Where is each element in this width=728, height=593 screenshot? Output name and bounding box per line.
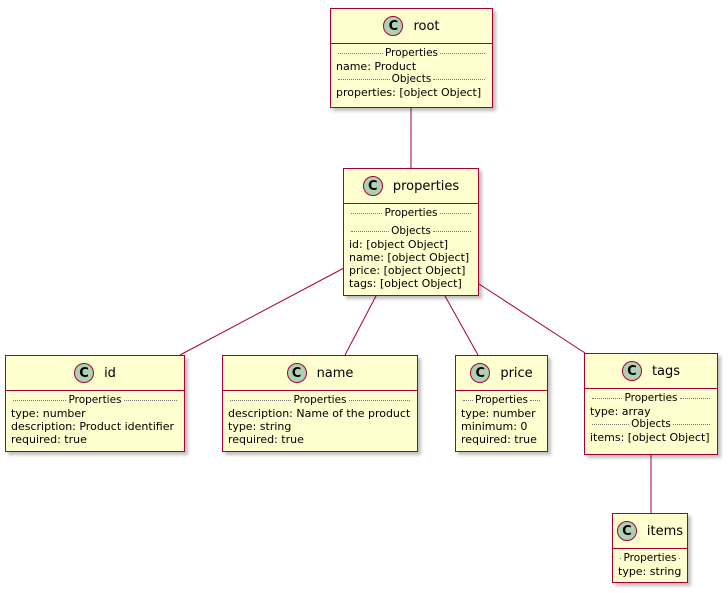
property-line: type: number	[11, 407, 86, 420]
section-header-properties: Properties	[336, 47, 487, 60]
class-name: price	[500, 365, 533, 381]
class-stereotype-icon: C	[470, 363, 491, 383]
class-price[interactable]: C price Properties type: number minimum:…	[455, 355, 548, 452]
class-items[interactable]: C items Properties type: string	[612, 513, 688, 583]
section-header-properties: Properties	[590, 392, 712, 405]
property-line: required: true	[11, 433, 87, 446]
section-header-properties: Properties	[11, 394, 179, 407]
class-header: C price	[456, 356, 547, 391]
class-stereotype-icon: C	[383, 16, 404, 36]
object-line: price: [object Object]	[349, 264, 466, 277]
class-stereotype-icon: C	[362, 176, 383, 196]
property-line: type: string	[618, 565, 682, 578]
property-line: minimum: 0	[461, 420, 528, 433]
class-name-node[interactable]: C name Properties description: Name of t…	[222, 355, 418, 452]
class-stereotype-icon: C	[74, 363, 95, 383]
class-stereotype-icon: C	[616, 521, 637, 541]
class-root[interactable]: C root Properties name: Product Objects …	[330, 8, 493, 108]
section-header-properties: Properties	[461, 394, 542, 407]
class-stereotype-icon: C	[621, 361, 642, 381]
property-line: type: number	[461, 407, 536, 420]
object-line: items: [object Object]	[590, 431, 710, 444]
class-header: C root	[331, 9, 492, 44]
class-name: root	[413, 18, 440, 34]
class-header: C id	[6, 356, 184, 391]
class-properties[interactable]: C properties Properties Objects id: [obj…	[343, 168, 479, 296]
object-line: properties: [object Object]	[336, 86, 482, 99]
class-stereotype-icon: C	[286, 363, 307, 383]
section-header-objects: Objects	[349, 225, 473, 238]
section-header-objects: Objects	[336, 73, 487, 86]
property-line: type: array	[590, 405, 651, 418]
class-name: properties	[392, 178, 460, 194]
class-header: C properties	[344, 169, 478, 204]
class-id[interactable]: C id Properties type: number description…	[5, 355, 185, 452]
property-line: required: true	[228, 433, 304, 446]
property-line: description: Product identifier	[11, 420, 174, 433]
class-name: tags	[651, 363, 681, 379]
property-line: required: true	[461, 433, 537, 446]
link-properties-name	[344, 295, 377, 356]
property-line: type: string	[228, 420, 292, 433]
link-properties-tags	[478, 283, 586, 354]
class-header: C items	[613, 514, 687, 549]
class-header: C tags	[585, 354, 717, 389]
property-line: name: Product	[336, 60, 417, 73]
property-line: description: Name of the product	[228, 407, 411, 420]
object-line: id: [object Object]	[349, 238, 449, 251]
object-line: tags: [object Object]	[349, 277, 462, 290]
class-name: id	[104, 365, 116, 381]
link-properties-price	[444, 295, 479, 356]
section-header-properties: Properties	[349, 207, 473, 220]
link-properties-id	[179, 267, 345, 356]
class-name: items	[646, 523, 684, 539]
class-name: name	[316, 365, 354, 381]
class-header: C name	[223, 356, 417, 391]
section-header-properties: Properties	[618, 552, 682, 565]
section-header-properties: Properties	[228, 394, 412, 407]
object-line: name: [object Object]	[349, 251, 470, 264]
class-tags[interactable]: C tags Properties type: array Objects it…	[584, 353, 718, 455]
section-header-objects: Objects	[590, 418, 712, 431]
